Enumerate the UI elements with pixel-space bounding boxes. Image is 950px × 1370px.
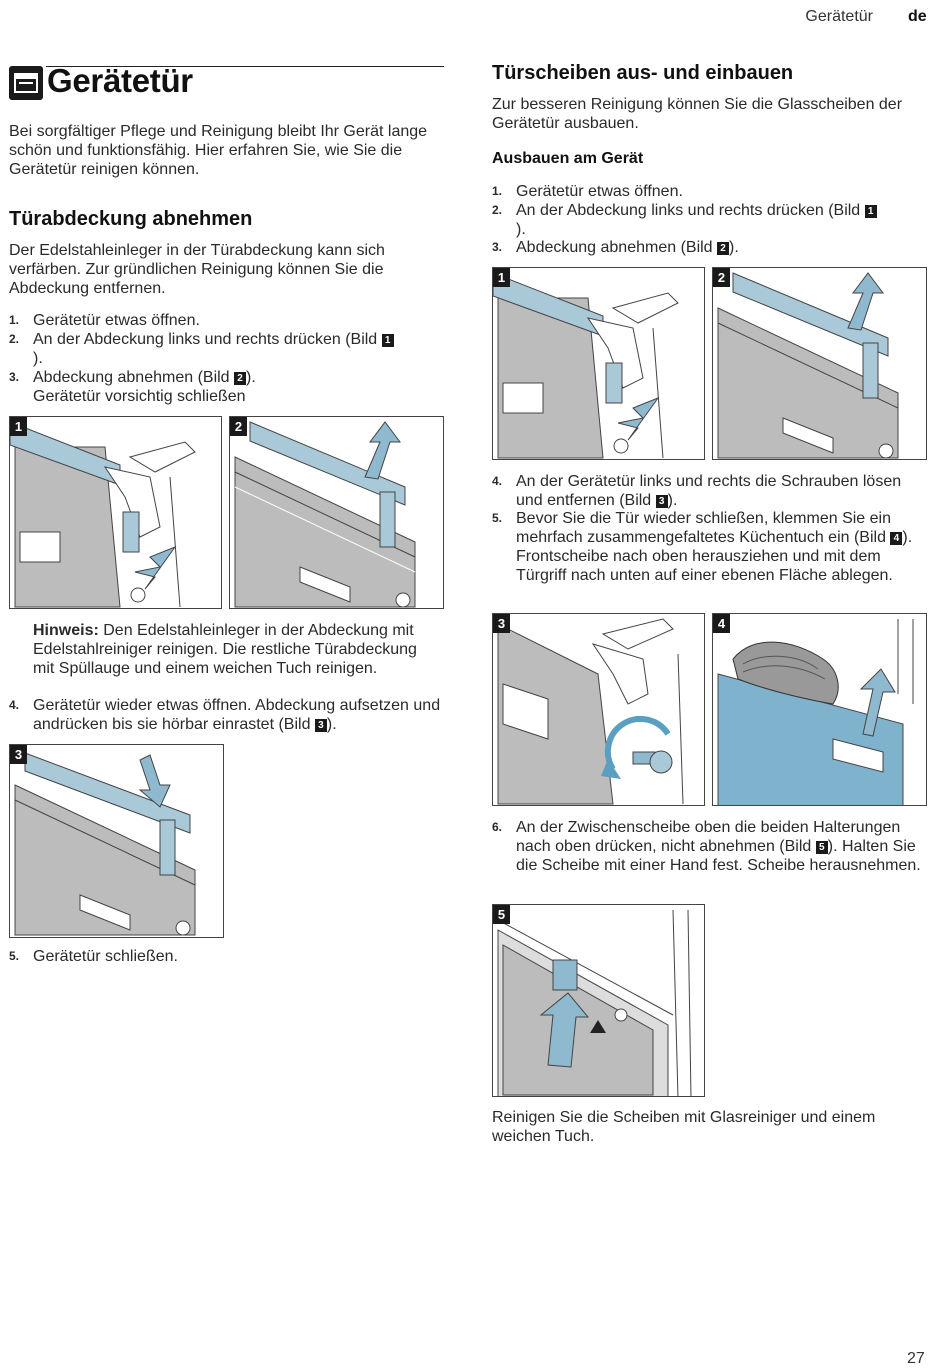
subsection-title: Türabdeckung abnehmen — [9, 208, 253, 230]
language-code: de — [908, 8, 927, 25]
step-item: 3. Abdeckung abnehmen (Bild 2).Gerätetür… — [9, 369, 256, 405]
step-item: 4. Gerätetür wieder etwas öffnen. Abdeck… — [9, 697, 441, 733]
right-subtitle: Ausbauen am Gerät — [492, 150, 644, 167]
right-intro: Zur besseren Reinigung können Sie die Gl… — [492, 96, 903, 132]
figure-ref-badge: 5 — [815, 841, 828, 854]
figure-1-right: 1 — [492, 267, 705, 460]
step-item: 4. An der Gerätetür links und rechts die… — [492, 473, 902, 509]
step-item: 6. An der Zwischenscheibe oben die beide… — [492, 819, 921, 874]
step-item: 3. Abdeckung abnehmen (Bild 2). — [492, 239, 739, 256]
step-item: 5. Gerätetür schließen. — [9, 948, 178, 965]
page-number: 27 — [907, 1350, 925, 1367]
step-item: 1. Gerätetür etwas öffnen. — [9, 312, 200, 329]
section-title: Gerätetür — [47, 62, 193, 99]
section-title-right: Türscheiben aus- und einbauen — [492, 62, 794, 84]
figure-ref-badge: 3 — [314, 719, 327, 732]
subsection-intro: Der Edelstahleinleger in der Türabdeckun… — [9, 242, 385, 297]
note-text: Hinweis: Den Edelstahleinleger in der Ab… — [33, 622, 417, 677]
figure-ref-badge: 3 — [655, 495, 668, 508]
step-item: 5. Bevor Sie die Tür wieder schließen, k… — [492, 510, 913, 584]
step-item: 2. An der Abdeckung links und rechts drü… — [9, 330, 399, 368]
figure-ref-badge: 1 — [381, 334, 394, 347]
figure-2: 2 — [229, 416, 444, 609]
step-item: 1. Gerätetür etwas öffnen. — [492, 183, 683, 200]
figure-ref-badge: 2 — [717, 242, 730, 255]
figure-3: 3 — [9, 744, 224, 938]
figure-5-right: 5 — [492, 904, 705, 1097]
right-outro: Reinigen Sie die Scheiben mit Glasreinig… — [492, 1109, 876, 1145]
figure-3-right: 3 — [492, 613, 705, 806]
figure-2-right: 2 — [712, 267, 927, 460]
figure-4-right: 4 — [712, 613, 927, 806]
figure-ref-badge: 2 — [234, 372, 247, 385]
intro-paragraph: Bei sorgfältiger Pflege und Reinigung bl… — [9, 123, 428, 178]
oven-door-icon — [9, 66, 43, 100]
section-rule — [46, 66, 444, 67]
figure-ref-badge: 4 — [890, 532, 903, 545]
figure-ref-badge: 1 — [864, 205, 877, 218]
figure-1: 1 — [9, 416, 222, 609]
note-label: Hinweis: — [33, 622, 99, 639]
running-header-title: Gerätetür — [805, 8, 873, 25]
step-item: 2. An der Abdeckung links und rechts drü… — [492, 201, 882, 239]
